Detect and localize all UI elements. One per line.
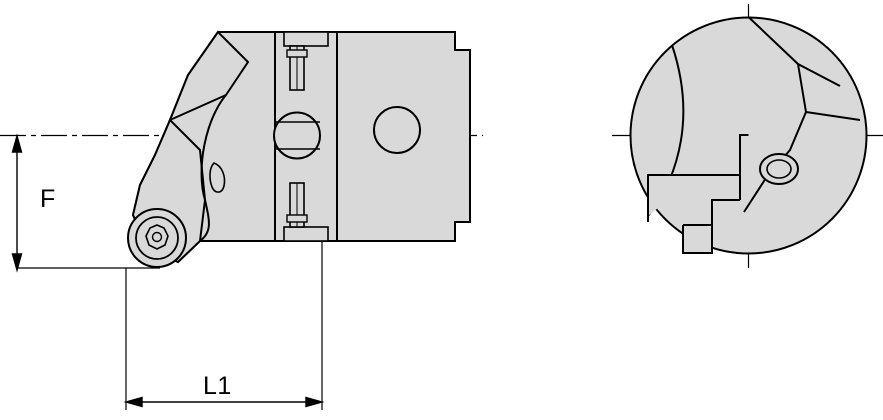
dimension-label-F: F [40, 185, 56, 213]
dimension-label-L1: L1 [203, 372, 232, 400]
dimension-L1 [123, 241, 325, 410]
end-view-seat-detail [647, 135, 741, 254]
side-view-through-hole [373, 106, 421, 154]
end-view [629, 16, 868, 255]
side-view [127, 30, 471, 268]
side-view-clamp-screw [127, 208, 187, 268]
dimension-F-arrow-bottom [11, 253, 23, 273]
side-view-upper-facet [168, 30, 250, 122]
dimension-L1-arrow-left [123, 396, 143, 408]
dimension-F-arrow-top [11, 133, 23, 153]
side-view-relief-arc [209, 162, 226, 193]
side-view-coupling-bore [273, 111, 321, 160]
dimension-L1-arrow-right [305, 396, 325, 408]
end-view-clamp-screw [759, 153, 799, 185]
side-view-inner-contour [199, 94, 227, 242]
dimension-F [11, 133, 160, 273]
